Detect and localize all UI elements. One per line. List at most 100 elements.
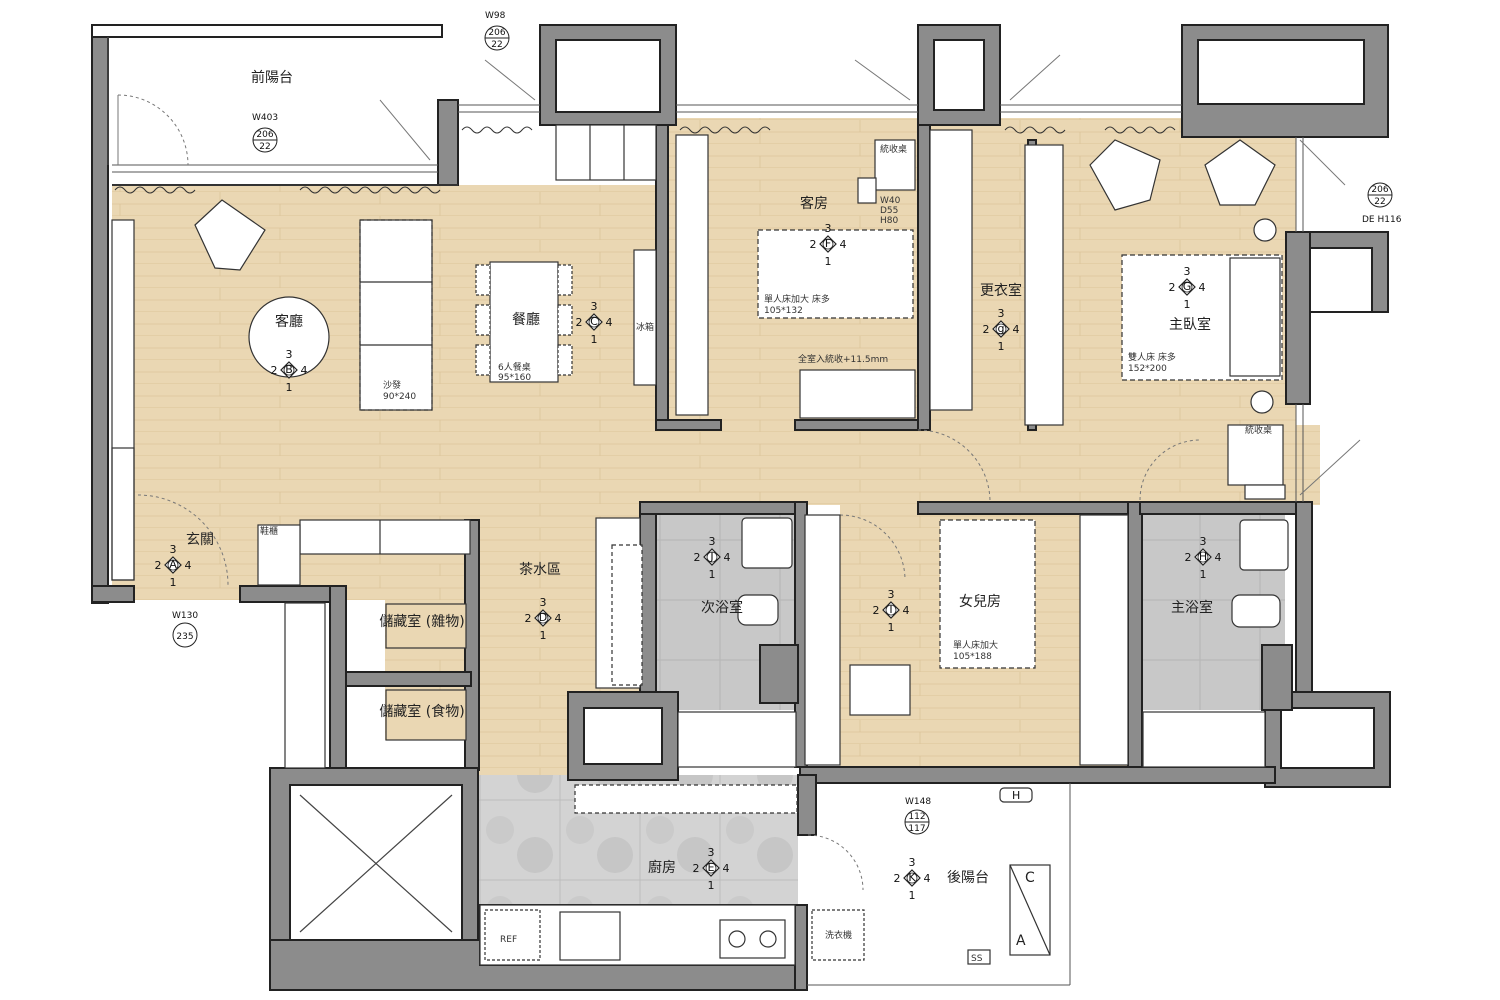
room-labels: 前陽台 客廳 餐廳 客房 更衣室 主臥室 玄關 茶水區 儲藏室 (雜物) 儲藏室… bbox=[186, 69, 1213, 886]
door-swings bbox=[117, 54, 1361, 891]
marker-right: 4 bbox=[840, 238, 847, 251]
wall-daughter-right bbox=[1127, 501, 1143, 778]
lamp-1 bbox=[1253, 218, 1277, 242]
wall-walkin-left bbox=[917, 124, 931, 431]
wall-storage-left bbox=[329, 585, 347, 777]
marker-id: E bbox=[708, 861, 715, 874]
label-storage-misc: 儲藏室 (雜物) bbox=[379, 613, 464, 630]
guest-desk bbox=[874, 139, 916, 191]
dining-chair-1 bbox=[475, 264, 491, 296]
marker-bottom: 1 bbox=[1200, 568, 1207, 581]
marker-id: C bbox=[590, 315, 598, 328]
note-ac-h: H bbox=[1012, 789, 1020, 802]
master-bath-toilet bbox=[1231, 594, 1281, 628]
marker-bottom: 1 bbox=[286, 381, 293, 394]
guest-wardrobe bbox=[675, 134, 709, 416]
marker-bottom: 1 bbox=[709, 568, 716, 581]
wall-daughter-top bbox=[917, 501, 1141, 515]
marker-top: 3 bbox=[709, 535, 716, 548]
marker-left: 2 bbox=[1169, 281, 1176, 294]
second-bath-sink bbox=[741, 517, 793, 569]
second-bath-tub bbox=[677, 711, 797, 768]
furniture bbox=[111, 124, 1289, 966]
label-guest-room: 客房 bbox=[800, 195, 828, 212]
marker-left: 2 bbox=[155, 559, 162, 572]
wall-bottom-daughter bbox=[799, 766, 1276, 784]
marker-left: 2 bbox=[983, 323, 990, 336]
label-living: 客廳 bbox=[275, 313, 303, 330]
marker-right: 4 bbox=[301, 364, 308, 377]
daughter-bed bbox=[939, 519, 1036, 669]
marker-bottom: 1 bbox=[909, 889, 916, 902]
marker-right: 4 bbox=[185, 559, 192, 572]
marker-left: 2 bbox=[1185, 551, 1192, 564]
marker-right: 4 bbox=[1215, 551, 1222, 564]
walkin-rack-right bbox=[1024, 144, 1064, 426]
marker-bottom: 1 bbox=[888, 621, 895, 634]
master-headboard bbox=[1229, 257, 1281, 377]
marker-left: 2 bbox=[576, 316, 583, 329]
marker-top: 3 bbox=[591, 300, 598, 313]
shoe-cabinet bbox=[111, 447, 135, 581]
tag-right-b: 22 bbox=[1374, 197, 1385, 207]
note-tea: 冰箱 bbox=[636, 321, 654, 333]
marker-id: g bbox=[998, 322, 1005, 335]
wall-column-2-inner bbox=[933, 39, 985, 111]
wall-center-column-inner bbox=[583, 707, 663, 765]
note-misc: SS bbox=[971, 954, 983, 964]
label-walk-in: 更衣室 bbox=[980, 282, 1022, 299]
note-dining-table: 6人餐桌 bbox=[498, 361, 531, 373]
ac-tag-box bbox=[999, 787, 1033, 803]
marker-top: 3 bbox=[998, 307, 1005, 320]
marker-top: 3 bbox=[540, 596, 547, 609]
dining-chair-4 bbox=[557, 264, 573, 296]
tea-fridge bbox=[611, 544, 643, 686]
note-sofa: 沙發 bbox=[383, 379, 401, 391]
note-dining-size: 95*160 bbox=[498, 373, 531, 383]
wall-front-balcony-top bbox=[91, 24, 443, 38]
marker-top: 3 bbox=[170, 543, 177, 556]
guest-chair bbox=[857, 177, 877, 204]
marker-top: 3 bbox=[1184, 265, 1191, 278]
marker-id: F bbox=[825, 237, 831, 250]
sofa-back bbox=[359, 219, 433, 411]
notes: 沙發 90*240 6人餐桌 95*160 單人床加大 床多 105*132 統… bbox=[260, 143, 1272, 964]
wall-column-1-inner bbox=[555, 39, 661, 113]
tag-w148: W148 bbox=[905, 797, 931, 807]
wall-storage-right bbox=[464, 519, 480, 771]
marker-right: 4 bbox=[903, 604, 910, 617]
note-guest-bed: 單人床加大 床多 bbox=[764, 293, 830, 305]
label-kitchen: 廚房 bbox=[648, 859, 676, 876]
marker-right: 4 bbox=[924, 872, 931, 885]
dining-chair-3 bbox=[475, 344, 491, 376]
marker-id: J bbox=[709, 550, 713, 563]
storage-tall-cabinet bbox=[284, 602, 326, 769]
marker-right: 4 bbox=[606, 316, 613, 329]
marker-right: 4 bbox=[1013, 323, 1020, 336]
armchair-master-1 bbox=[1089, 139, 1161, 211]
wall-entry-bottom bbox=[91, 585, 135, 603]
marker-left: 2 bbox=[694, 551, 701, 564]
kitchen-sink bbox=[559, 911, 621, 961]
wall-guest-left bbox=[655, 124, 669, 431]
tag-right-h: DE H116 bbox=[1362, 215, 1402, 225]
marker-right: 4 bbox=[724, 551, 731, 564]
wall-column-3-inner bbox=[1197, 39, 1365, 105]
marker-left: 2 bbox=[271, 364, 278, 377]
marker-bottom: 1 bbox=[708, 879, 715, 892]
tag-w403-a: 206 bbox=[256, 130, 273, 140]
note-master-bed: 雙人床 床多 bbox=[1128, 351, 1176, 363]
marker-top: 3 bbox=[286, 348, 293, 361]
wall-bath-shaft bbox=[759, 644, 799, 704]
marker-id: H bbox=[1199, 550, 1207, 563]
label-daughter-room: 女兒房 bbox=[959, 593, 1001, 610]
washer bbox=[811, 909, 865, 961]
note-daughter-bed-size: 105*188 bbox=[953, 652, 992, 662]
wall-guest-bottom bbox=[655, 419, 722, 431]
dining-chair-2 bbox=[475, 304, 491, 336]
master-cabinet bbox=[1244, 484, 1286, 500]
